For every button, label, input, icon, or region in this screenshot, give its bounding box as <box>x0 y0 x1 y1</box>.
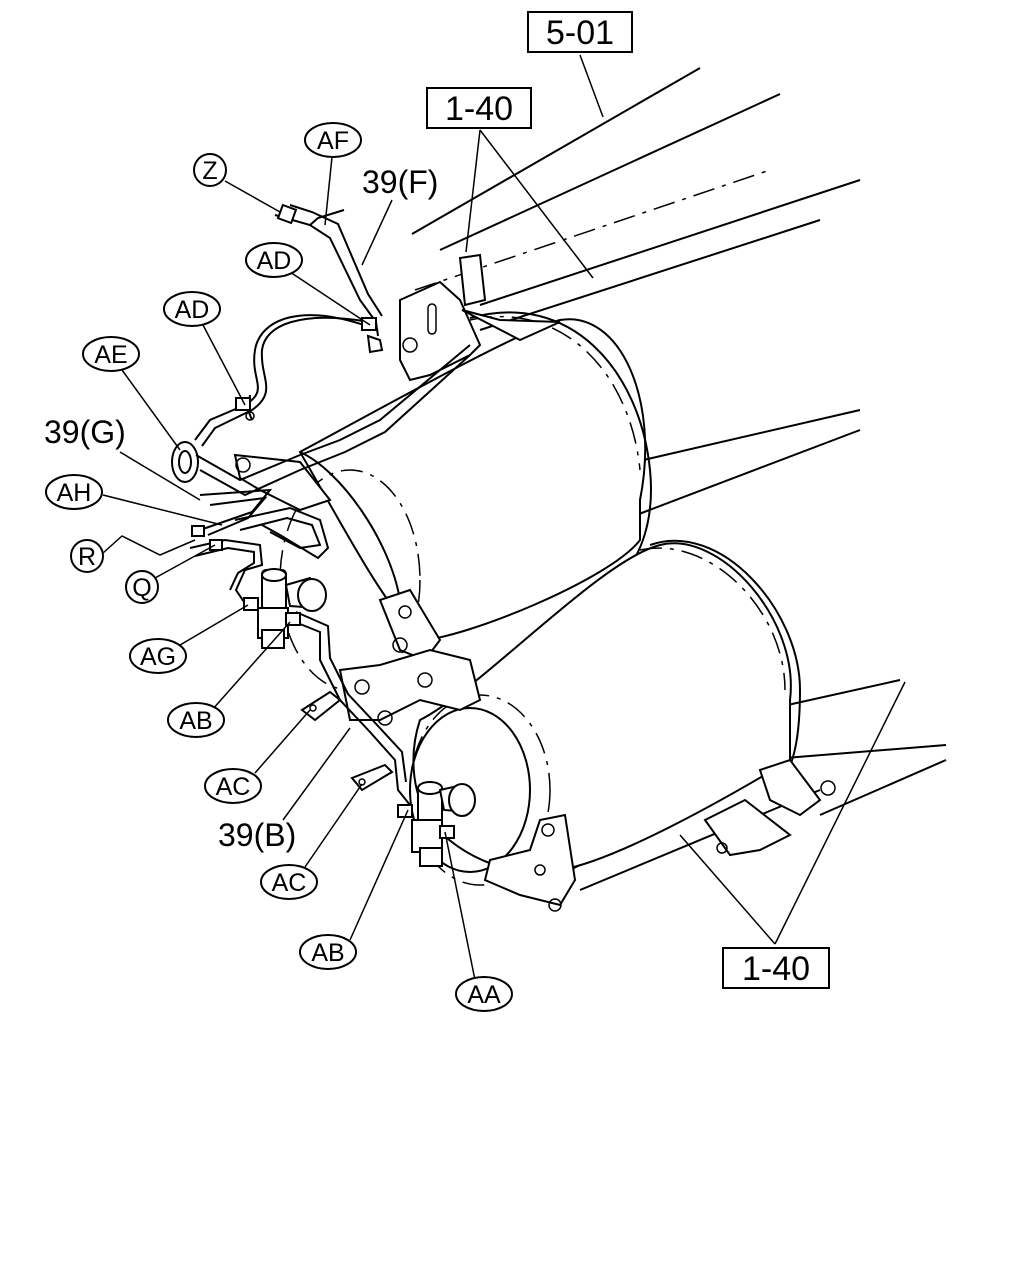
callout-ab-lower[interactable]: AB <box>299 934 357 970</box>
callout-ac-lower-label: AC <box>272 869 307 897</box>
callout-af[interactable]: AF <box>304 122 362 158</box>
callout-z[interactable]: Z <box>193 153 227 187</box>
callout-ae-label: AE <box>94 341 127 369</box>
ref-box-1-40-upper[interactable]: 1-40 <box>426 87 532 129</box>
valves-fittings <box>191 203 476 867</box>
callout-ad-upper-label: AD <box>257 247 292 275</box>
ref-box-1-40-upper-label: 1-40 <box>445 90 513 128</box>
mounting-brackets <box>233 253 836 912</box>
callout-q[interactable]: Q <box>125 570 159 604</box>
callout-ag[interactable]: AG <box>129 638 187 674</box>
callout-ae[interactable]: AE <box>82 336 140 372</box>
callout-ad-lower-label: AD <box>175 296 210 324</box>
callout-ac-lower[interactable]: AC <box>260 864 318 900</box>
pipe-label-39g[interactable]: 39(G) <box>44 414 126 450</box>
ref-box-5-01[interactable]: 5-01 <box>527 11 633 53</box>
callout-ah-label: AH <box>57 479 92 507</box>
callout-r-label: R <box>78 543 96 571</box>
ref-box-1-40-lower-label: 1-40 <box>742 950 810 988</box>
callout-ag-label: AG <box>140 643 176 671</box>
callout-z-label: Z <box>202 157 217 185</box>
callout-ac-upper[interactable]: AC <box>204 768 262 804</box>
callout-ab-lower-label: AB <box>311 939 344 967</box>
callout-ad-upper[interactable]: AD <box>245 242 303 278</box>
callout-ab-upper[interactable]: AB <box>167 702 225 738</box>
callout-af-label: AF <box>317 127 349 155</box>
callout-aa[interactable]: AA <box>455 976 513 1012</box>
callout-q-label: Q <box>132 574 151 602</box>
ref-box-1-40-lower[interactable]: 1-40 <box>722 947 830 989</box>
pipe-label-39f[interactable]: 39(F) <box>362 164 438 200</box>
callout-r[interactable]: R <box>70 539 104 573</box>
callout-ac-upper-label: AC <box>216 773 251 801</box>
callout-aa-label: AA <box>467 981 501 1009</box>
upper-air-tank <box>279 311 652 691</box>
callout-ah[interactable]: AH <box>45 474 103 510</box>
callout-ab-upper-label: AB <box>179 707 212 735</box>
pipe-label-39b[interactable]: 39(B) <box>218 817 296 853</box>
callout-ad-lower[interactable]: AD <box>163 291 221 327</box>
ref-box-5-01-label: 5-01 <box>546 14 614 52</box>
leader-lines <box>102 54 906 981</box>
